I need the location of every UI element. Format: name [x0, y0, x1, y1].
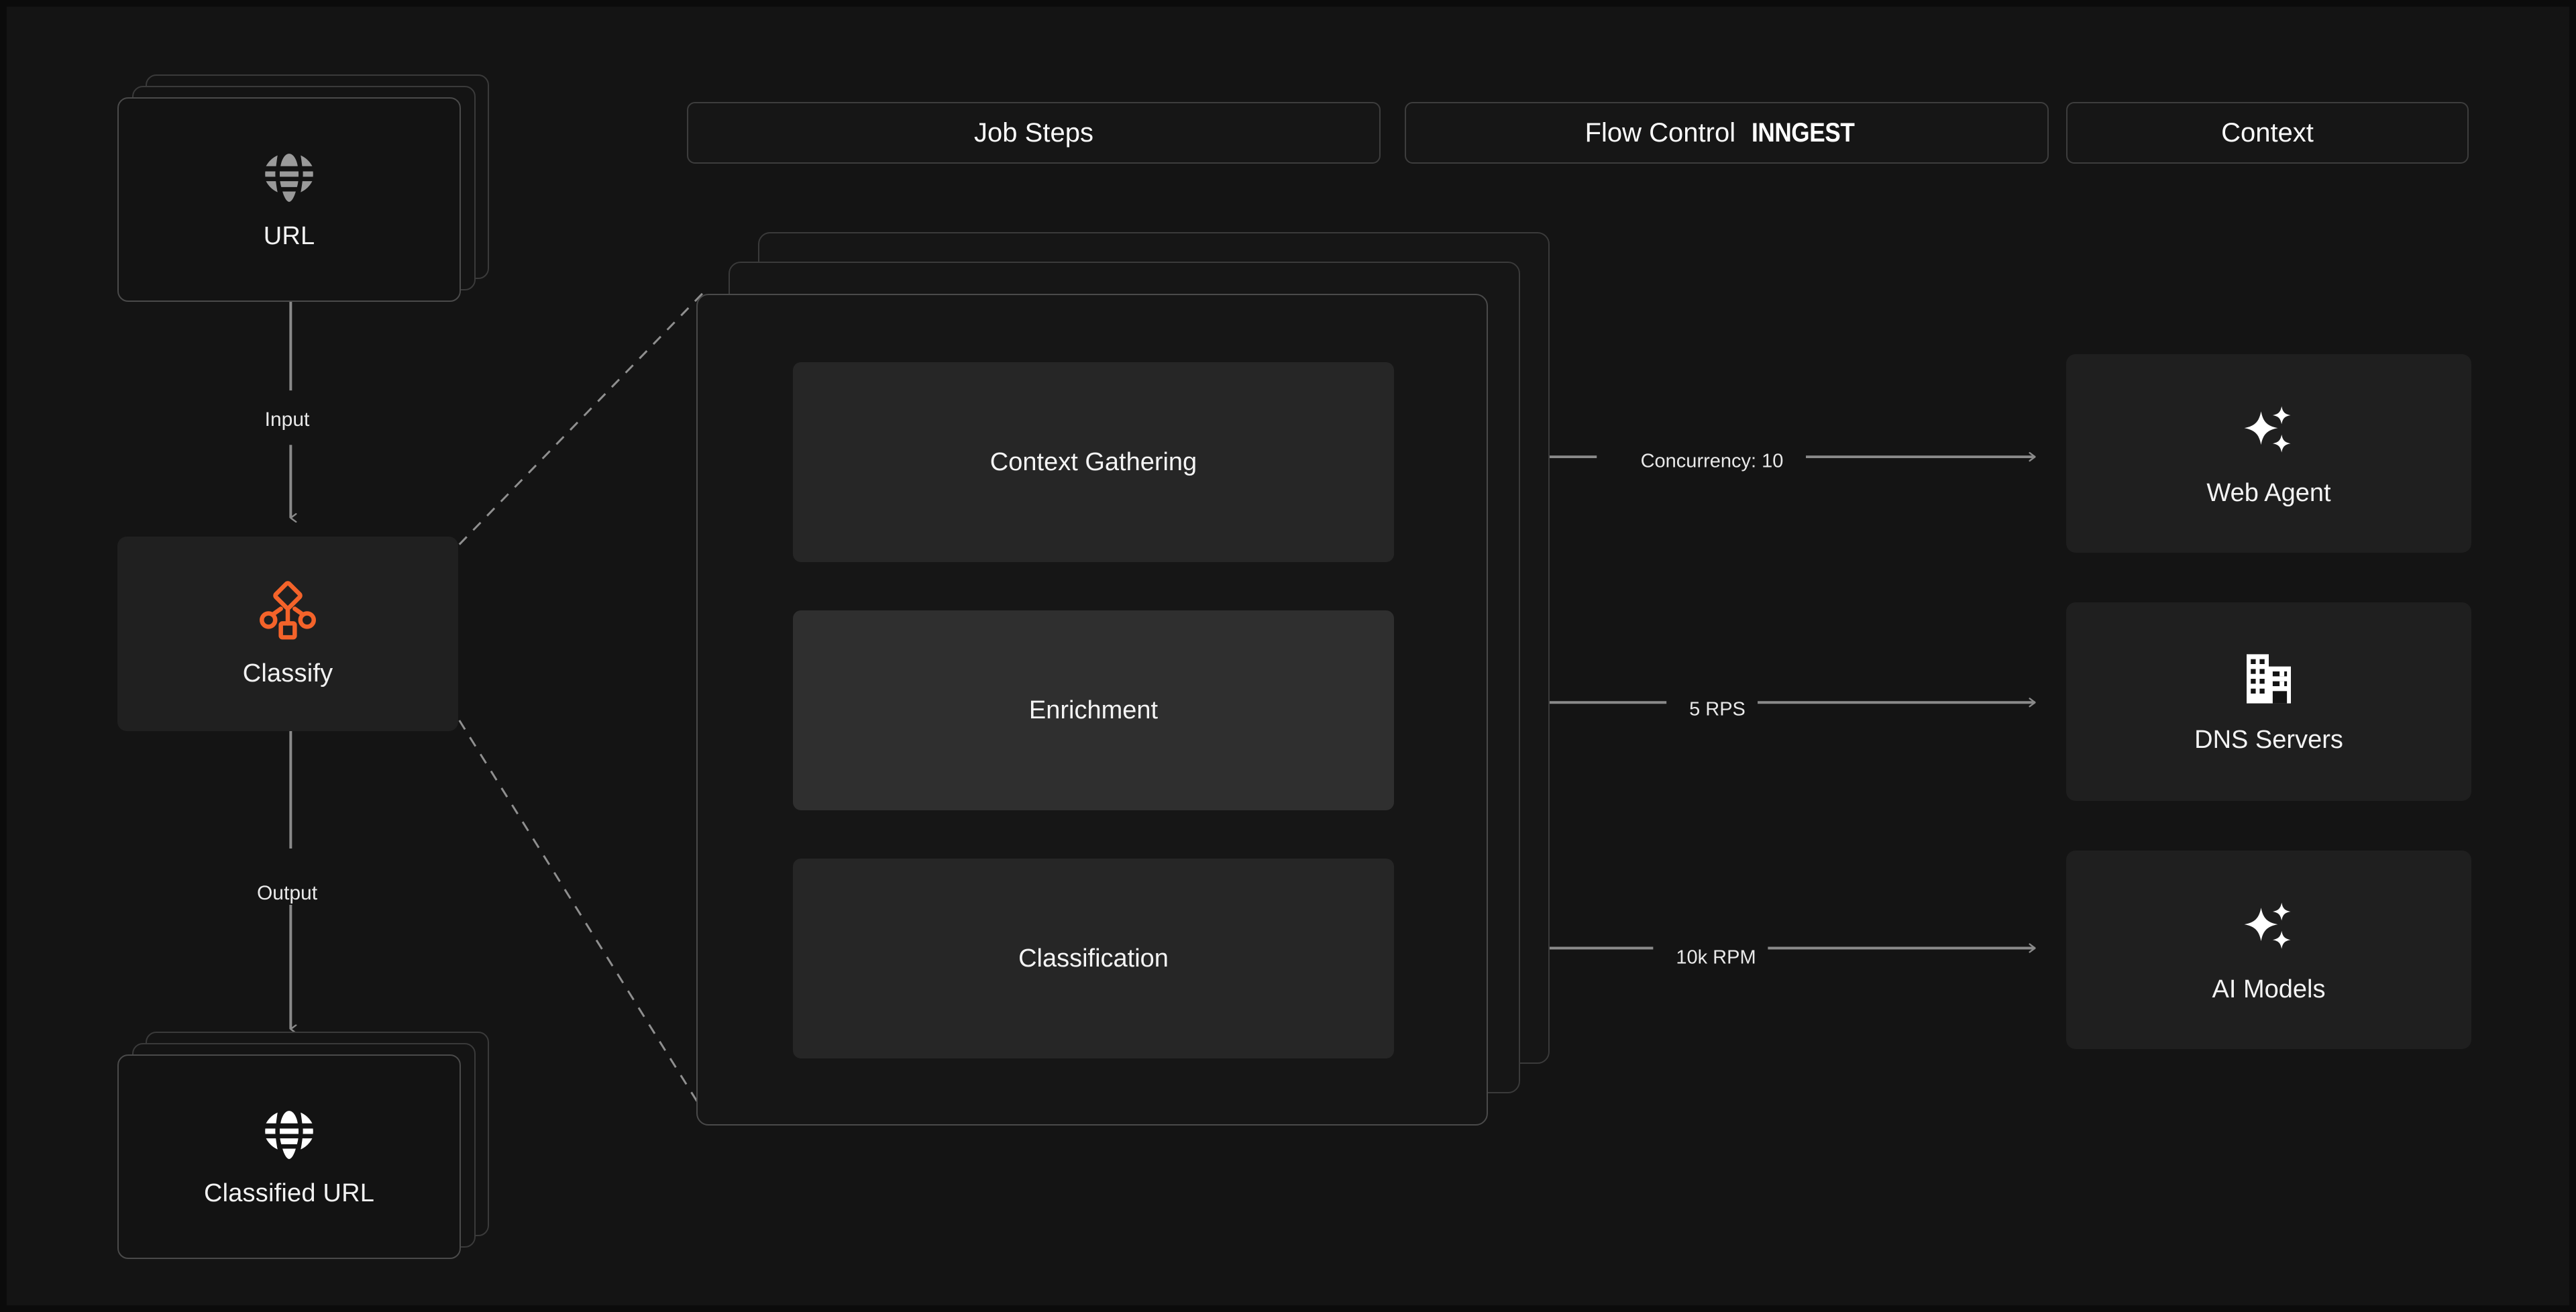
job-step-label: Enrichment: [1028, 696, 1159, 724]
url-card-stack[interactable]: URL: [117, 74, 489, 302]
globe-icon: [265, 154, 313, 202]
job-step-classification[interactable]: Classification: [793, 859, 1394, 1058]
classify-node[interactable]: Classify: [117, 537, 458, 731]
url-card-label: URL: [263, 222, 315, 250]
job-step-label: Classification: [1018, 944, 1169, 973]
job-step-enrichment[interactable]: Enrichment: [793, 610, 1394, 810]
header-label-job-steps: Job Steps: [974, 117, 1093, 148]
job-step-label: Context Gathering: [989, 447, 1197, 476]
header-pill-context[interactable]: Context: [2066, 102, 2469, 164]
building-icon: [2247, 653, 2291, 704]
context-card-ai-models[interactable]: AI Models: [2066, 851, 2471, 1049]
flow-control-label-rps: 5 RPS: [1677, 698, 1758, 721]
context-card-web-agent[interactable]: Web Agent: [2066, 354, 2471, 553]
context-card-dns-servers[interactable]: DNS Servers: [2066, 602, 2471, 801]
classified-url-card-stack[interactable]: Classified URL: [117, 1032, 489, 1259]
classified-url-card-label: Classified URL: [203, 1179, 375, 1207]
classified-url-card[interactable]: Classified URL: [117, 1054, 461, 1259]
workflow-icon: [260, 580, 316, 639]
edge-label-input: Input: [252, 408, 322, 431]
header-pill-job-steps[interactable]: Job Steps: [687, 102, 1381, 164]
inngest-logo: INNGEST: [1752, 117, 1855, 148]
context-card-label: Web Agent: [2206, 478, 2331, 507]
header-label-flow-control: Flow Control: [1585, 117, 1736, 148]
context-card-label: DNS Servers: [2194, 725, 2343, 754]
header-label-context: Context: [2221, 117, 2314, 148]
flow-control-label-concurrency: Concurrency: 10: [1628, 450, 1796, 473]
job-steps-panel-stack[interactable]: Context Gathering Enrichment Classificat…: [696, 232, 1550, 1126]
sparkles-icon: [2244, 406, 2291, 453]
edge-classify-expansion: [458, 291, 705, 1113]
url-card[interactable]: URL: [117, 97, 461, 302]
job-step-context-gathering[interactable]: Context Gathering: [793, 362, 1394, 562]
sparkles-icon: [2244, 902, 2291, 949]
edge-label-output: Output: [244, 882, 330, 905]
classify-node-label: Classify: [242, 659, 333, 688]
header-pill-flow-control[interactable]: Flow Control INNGEST: [1405, 102, 2049, 164]
job-steps-panel[interactable]: Context Gathering Enrichment Classificat…: [696, 294, 1488, 1126]
context-card-label: AI Models: [2212, 975, 2326, 1003]
flow-control-label-rpm: 10k RPM: [1664, 946, 1768, 969]
globe-icon: [265, 1111, 313, 1159]
